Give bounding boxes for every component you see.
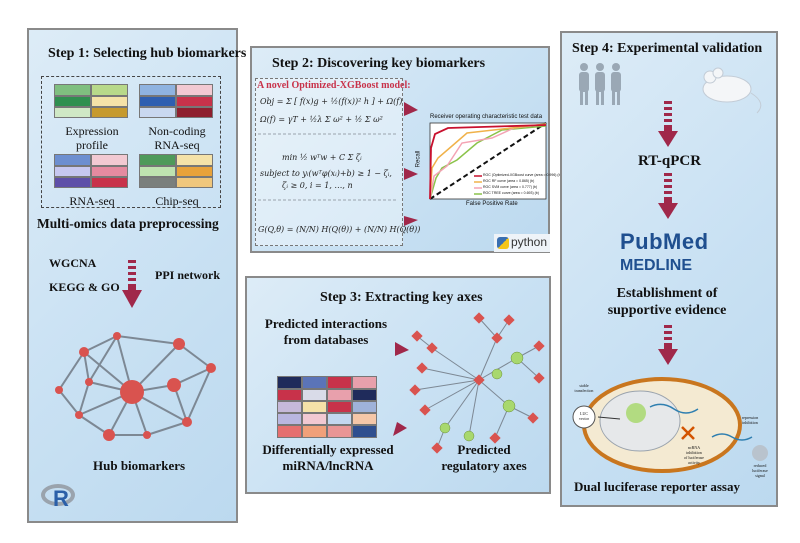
luc-label-stable: stable transfection — [574, 383, 594, 393]
de-mirna-label: Differentially expressed miRNA/lncRNA — [262, 442, 394, 473]
svg-text:Obj = Σ [ f(x)g + ½(f(x))² h ]: Obj = Σ [ f(x)g + ½(f(x))² h ] + Ω(f) — [260, 97, 402, 106]
supportive-evidence-label: Establishment of supportive evidence — [607, 286, 727, 318]
regulatory-axes-label: Predicted regulatory axes — [441, 442, 527, 473]
luciferase-assay-illustration — [572, 377, 768, 473]
roc-diagonal — [429, 122, 547, 200]
svg-text:min ½ wᵀw + C Σ ζᵢ: min ½ wᵀw + C Σ ζᵢ — [282, 153, 362, 162]
noncoding-matrix — [139, 84, 213, 118]
de-heatmap — [277, 376, 377, 438]
subjects-illustration — [579, 63, 762, 365]
step3-panel: Step 3: Extracting key axes Predicted in… — [245, 276, 551, 494]
luc-label-reduced: reduced luciferase signal — [752, 463, 768, 478]
chipseq-matrix — [139, 154, 213, 188]
medline-logo: MEDLINE — [620, 257, 692, 274]
roc-ylabel: Recall — [415, 150, 422, 168]
expression-profile-label: Expression profile — [65, 124, 119, 152]
luc-vector-icon — [572, 405, 596, 429]
roc-title: Receiver operating characteristic test d… — [430, 114, 543, 120]
noncoding-label: Non-coding RNA-seq — [148, 124, 206, 152]
r-logo: R — [41, 482, 77, 512]
roc-xgb-curve — [429, 124, 547, 200]
step4-panel: Step 4: Experimental validation — [560, 31, 778, 507]
regulatory-network — [393, 312, 545, 454]
roc-legend-3: ROC SVM curve (area = 0.777) (b) — [483, 185, 538, 189]
roc-chart — [429, 122, 547, 200]
kegg-go-label: KEGG & GO — [49, 280, 120, 294]
model-box — [255, 78, 403, 246]
omics-data-box — [41, 76, 221, 208]
python-icon — [497, 237, 509, 249]
wgcna-label: WGCNA — [49, 256, 97, 270]
step2-panel: Step 2: Discovering key biomarkers A nov… — [250, 46, 562, 253]
python-logo: python — [494, 234, 550, 252]
rna-strand — [711, 433, 753, 441]
rnaseq-label: RNA-seq — [69, 194, 115, 208]
svg-text:G(Q,θ) = (N/N) H(Q(θ)) + (N/N): G(Q,θ) = (N/N) H(Q(θ)) + (N/N) H(Q(θ)) — [258, 225, 420, 234]
dual-luciferase-label: Dual luciferase reporter assay — [574, 479, 740, 494]
pubmed-logo: PubMed — [620, 229, 709, 254]
svg-text:ζᵢ ≥ 0, i = 1, …, n: ζᵢ ≥ 0, i = 1, …, n — [282, 181, 353, 190]
luc-label-inhibition: ncRNA inhibition of luciferase activity — [684, 445, 704, 465]
model-equations: Obj = Σ [ f(x)g + ½(f(x))² h ] + Ω(f) Ω(… — [258, 97, 420, 234]
roc-tree-curve — [429, 125, 547, 200]
preprocess-label: Multi-omics data preprocessing — [37, 216, 219, 231]
roc-legend-4: ROC TREE curve (area = 0.693) (b) — [483, 191, 539, 195]
roc-xlabel: False Positive Rate — [466, 201, 518, 207]
roc-legend-1: ROC (Optimized-XGBoost curve (area = 0.9… — [483, 173, 562, 177]
reduced-signal-icon — [752, 445, 768, 461]
predicted-interactions-label: Predicted interactions from databases — [264, 316, 388, 347]
mouse-icon — [702, 67, 762, 114]
step2-title: Step 2: Discovering key biomarkers — [272, 56, 486, 71]
step1-panel: Step 1: Selecting hub biomarkers Express… — [27, 28, 246, 523]
step4-title: Step 4: Experimental validation — [572, 41, 763, 56]
step3-title: Step 3: Extracting key axes — [320, 290, 483, 305]
hub-biomarkers-label: Hub biomarkers — [93, 458, 186, 473]
hub-network-graph — [55, 332, 216, 441]
expression-profile-matrix — [54, 84, 128, 118]
luc-label-repression: repression inhibition — [741, 415, 759, 425]
luc-label-vector: LUC vector — [579, 411, 589, 421]
human-icons — [579, 63, 621, 105]
roc-legend-2: ROC RF curve (area = 0.865) (b) — [483, 179, 535, 183]
roc-rf-curve — [429, 123, 547, 200]
rt-qpcr-label: RT-qPCR — [638, 153, 702, 169]
chipseq-label: Chip-seq — [155, 194, 199, 208]
svg-text:subject to yᵢ(wᵀφ(xᵢ)+b) ≥ 1 −: subject to yᵢ(wᵀφ(xᵢ)+b) ≥ 1 − ζᵢ, — [260, 169, 392, 178]
ppi-network-label: PPI network — [155, 268, 220, 282]
rnaseq-matrix — [54, 154, 128, 188]
step1-title: Step 1: Selecting hub biomarkers — [48, 46, 247, 61]
model-label: A novel Optimized-XGBoost model: — [257, 80, 411, 91]
svg-text:Ω(f) = γT + ½λ Σ ω² + ½ Σ ω²: Ω(f) = γT + ½λ Σ ω² + ½ Σ ω² — [259, 115, 383, 124]
step1-down-arrow — [122, 260, 142, 308]
